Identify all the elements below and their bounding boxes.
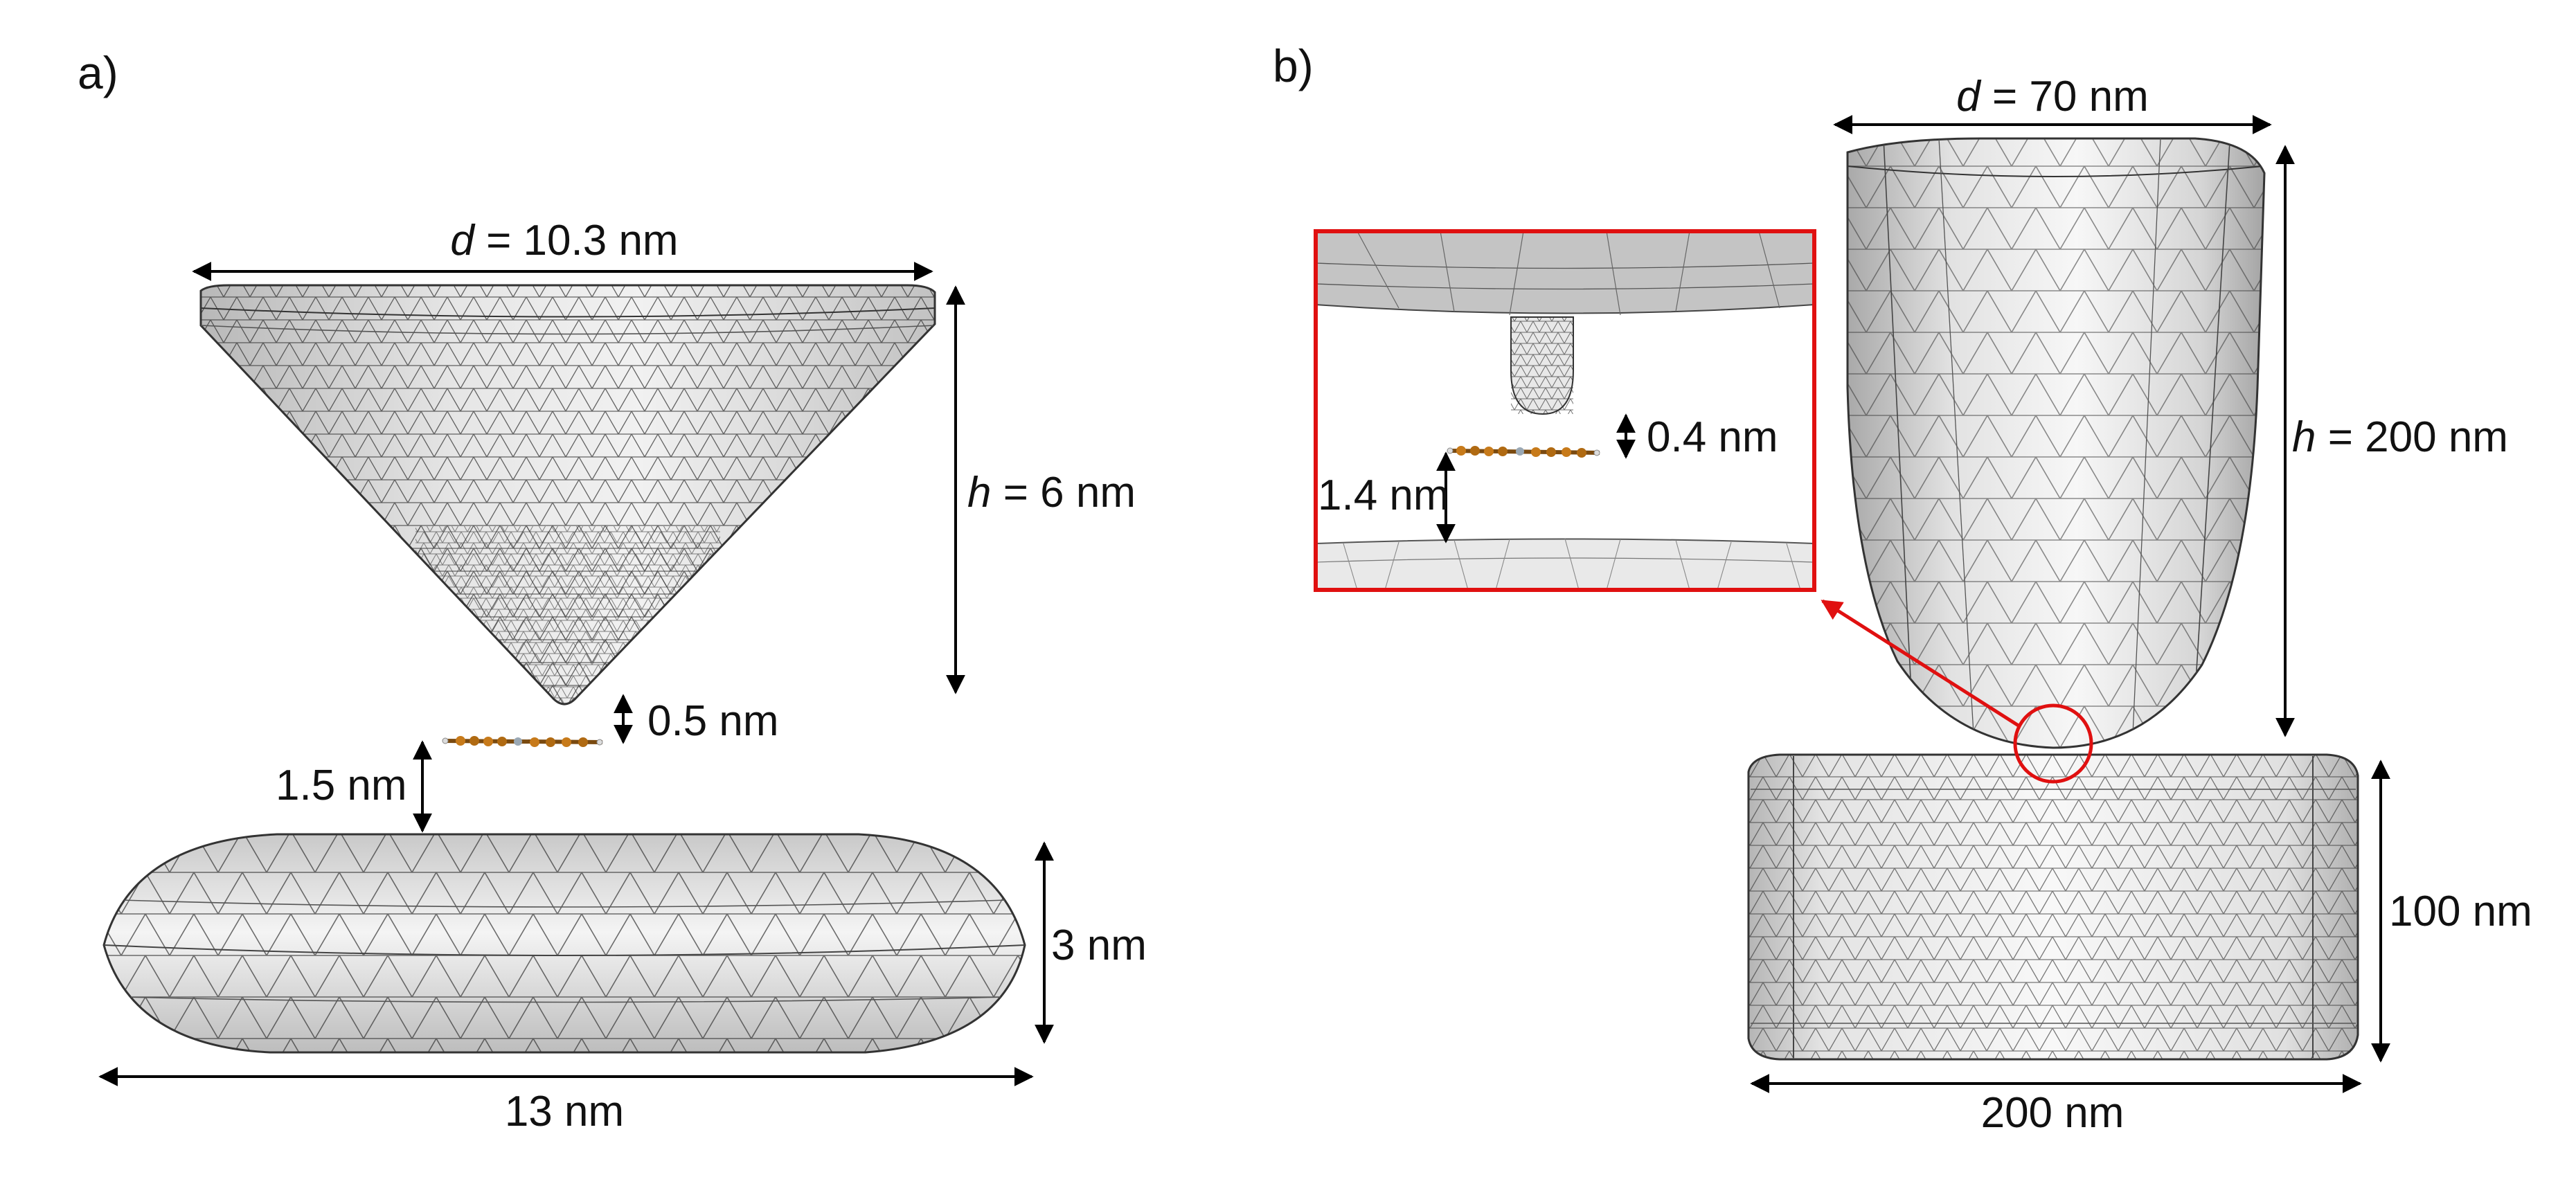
panel-a-width-label: 13 nm bbox=[505, 1088, 624, 1135]
panel-b-inset: 0.4 nm 1.4 nm bbox=[1314, 229, 1816, 592]
panel-a-diameter-label: d = 10.3 nm bbox=[450, 217, 678, 264]
panel-b-substrate bbox=[1747, 753, 2359, 1061]
panel-b-label: b) bbox=[1273, 40, 1314, 91]
panel-a-tip-gap-label: 0.5 nm bbox=[647, 697, 779, 745]
panel-a-substrate bbox=[102, 833, 1026, 1054]
panel-a-molecule bbox=[442, 736, 603, 747]
panel-b-inset-border bbox=[1314, 229, 1816, 592]
panel-b-inset-substrate-gap-label: 1.4 nm bbox=[1318, 471, 1449, 519]
panel-a-label: a) bbox=[78, 47, 118, 98]
panel-b-inset-molecule bbox=[1447, 446, 1600, 458]
panel-b-zoom-arrow bbox=[1821, 599, 2022, 729]
panel-b-zoom-circle bbox=[2013, 703, 2093, 784]
panel-a: a) bbox=[78, 47, 1147, 1135]
panel-b-inset-tip-gap-label: 0.4 nm bbox=[1647, 413, 1778, 461]
panel-b-thickness-label: 100 nm bbox=[2389, 888, 2532, 935]
panel-a-substrate-gap-label: 1.5 nm bbox=[276, 762, 407, 809]
panel-a-cone-tip bbox=[199, 284, 936, 706]
panel-b-diameter-label: d = 70 nm bbox=[1956, 73, 2148, 120]
panel-b-capsule-tip bbox=[1846, 137, 2266, 749]
panel-a-thickness-label: 3 nm bbox=[1051, 922, 1147, 969]
panel-b-width-label: 200 nm bbox=[1981, 1089, 2125, 1137]
panel-b: b) bbox=[1273, 40, 2532, 1137]
panel-b-height-label: h = 200 nm bbox=[2292, 413, 2508, 461]
panel-a-height-label: h = 6 nm bbox=[967, 469, 1136, 516]
